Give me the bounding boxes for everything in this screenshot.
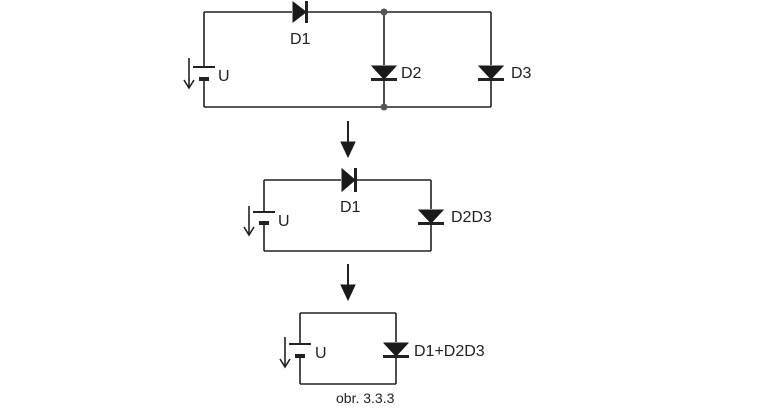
c1-source-label: U xyxy=(218,68,230,85)
c3-combined-label: D1+D2D3 xyxy=(414,343,485,360)
circuit-1: D1 D2 D3 U xyxy=(183,0,532,111)
c1-voltage-arrow-icon xyxy=(183,58,195,90)
c2-battery-icon xyxy=(253,211,275,225)
c1-d3-label: D3 xyxy=(511,65,532,82)
c2-diode-d1 xyxy=(341,167,357,193)
c1-battery-icon xyxy=(193,66,215,81)
c1-diode-d3 xyxy=(477,65,505,81)
transform-arrow-1-icon xyxy=(340,121,356,159)
c1-junction-bottom xyxy=(380,103,388,111)
c3-diode-combined xyxy=(382,342,410,358)
c1-d1-label: D1 xyxy=(290,31,311,48)
c3-voltage-arrow-icon xyxy=(279,337,291,369)
figure-caption: obr. 3.3.3 xyxy=(336,390,395,406)
circuit-3: D1+D2D3 U xyxy=(279,312,485,385)
c1-junction-top xyxy=(380,8,388,16)
c3-source-label: U xyxy=(315,345,327,362)
transform-arrow-2-icon xyxy=(340,264,356,302)
c1-diode-d2 xyxy=(370,65,398,81)
c2-voltage-arrow-icon xyxy=(243,206,255,237)
c2-d1-label: D1 xyxy=(340,199,361,216)
c2-d2d3-label: D2D3 xyxy=(451,209,492,226)
c1-diode-d1 xyxy=(292,0,308,24)
c2-source-label: U xyxy=(278,213,290,230)
c1-d2-label: D2 xyxy=(401,65,422,82)
c3-battery-icon xyxy=(289,343,311,358)
circuit-2: D1 D2D3 U xyxy=(243,167,492,252)
c2-diode-d2d3 xyxy=(417,209,445,225)
